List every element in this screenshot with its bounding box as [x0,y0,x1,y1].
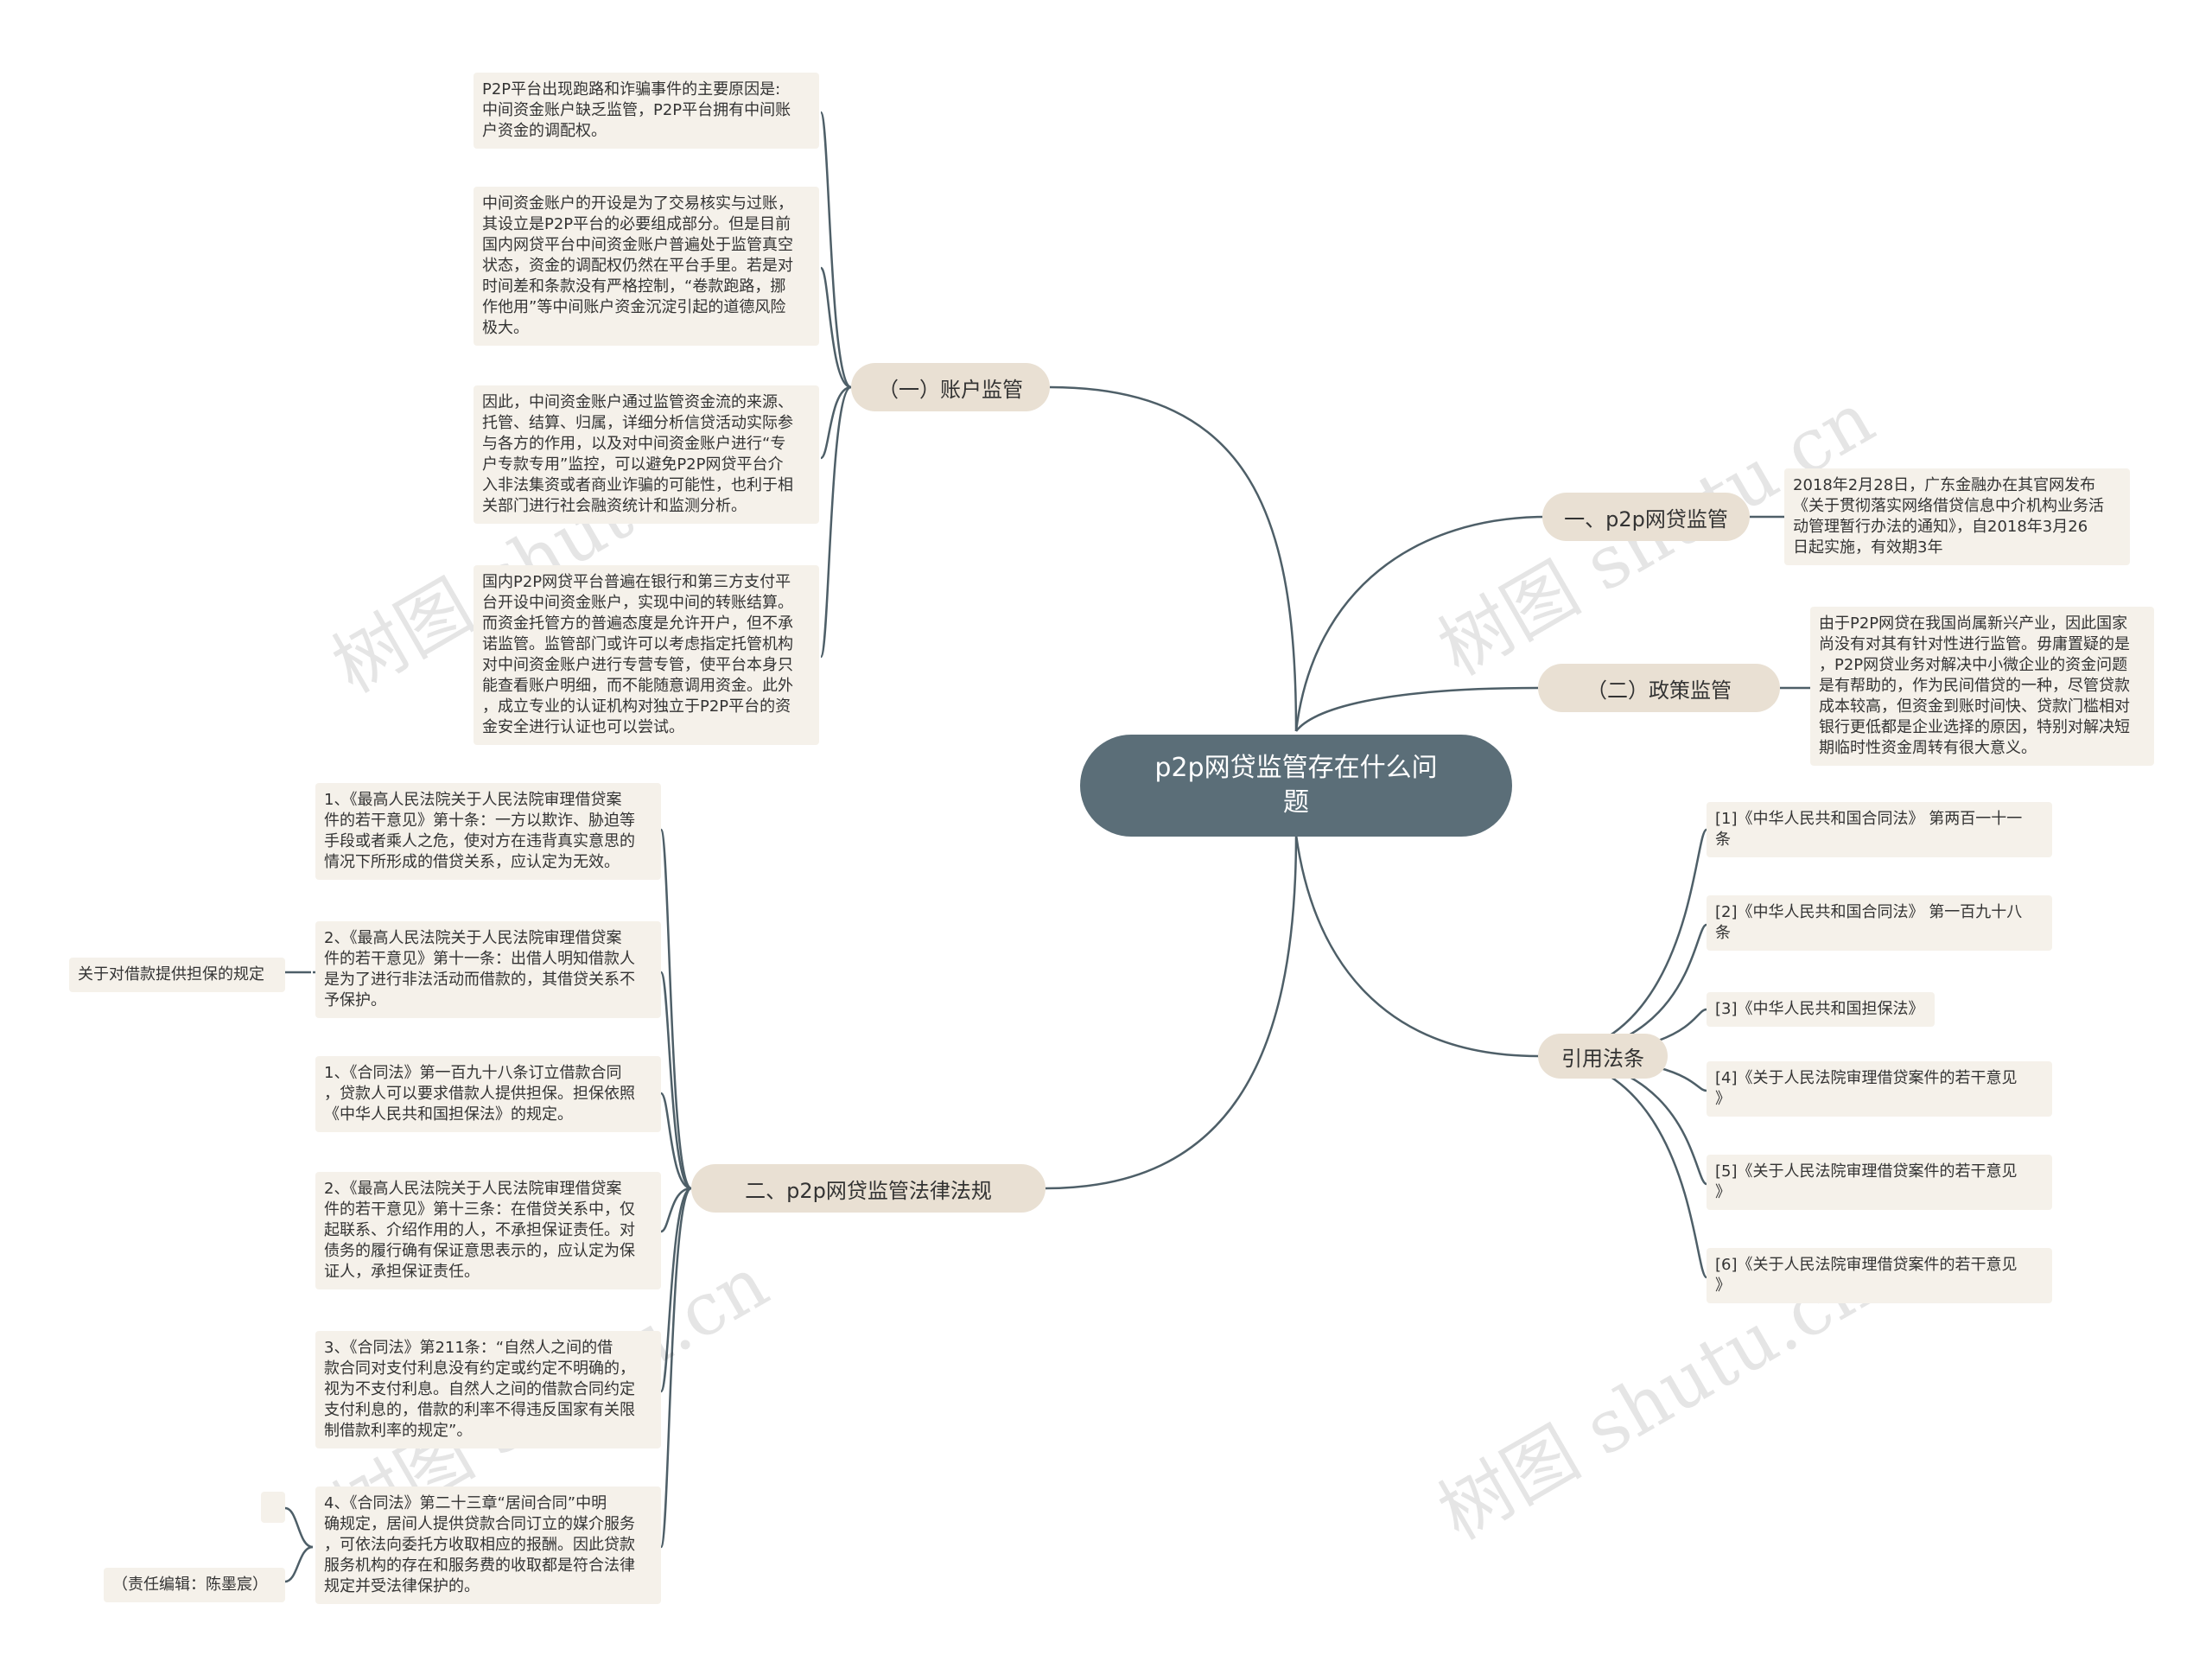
root-topic[interactable]: p2p网贷监管存在什么问 题 [1080,735,1512,837]
p2p-regulation-leaf[interactable]: 2018年2月28日，广东金融办在其官网发布 《关于贯彻落实网络借贷信息中介机构… [1784,468,2130,565]
branch-p2p-laws[interactable]: 二、p2p网贷监管法律法规 [691,1164,1046,1213]
citation-item-5[interactable]: [5]《关于人民法院审理借贷案件的若干意见 》 [1707,1155,2052,1210]
account-leaf-2[interactable]: 中间资金账户的开设是为了交易核实与过账， 其设立是P2P平台的必要组成部分。但是… [474,187,819,346]
branch-label: 一、p2p网贷监管 [1564,506,1728,532]
branch-label: （一）账户监管 [878,377,1023,402]
law-leaf-5[interactable]: 3、《合同法》第211条：“自然人之间的借 款合同对支付利息没有约定或约定不明确… [315,1331,661,1448]
account-leaf-4[interactable]: 国内P2P网贷平台普遍在银行和第三方支付平 台开设中间资金账户，实现中间的转账结… [474,565,819,745]
account-leaf-1[interactable]: P2P平台出现跑路和诈骗事件的主要原因是: 中间资金账户缺乏监管，P2P平台拥有… [474,73,819,149]
account-leaf-3[interactable]: 因此，中间资金账户通过监管资金流的来源、 托管、结算、归属，详细分析信贷活动实际… [474,385,819,524]
citation-item-2[interactable]: [2]《中华人民共和国合同法》 第一百九十八 条 [1707,895,2052,951]
guarantee-rules-node[interactable]: 关于对借款提供担保的规定 [69,958,285,992]
citation-item-3[interactable]: [3]《中华人民共和国担保法》 [1707,992,1935,1027]
citation-item-4[interactable]: [4]《关于人民法院审理借贷案件的若干意见 》 [1707,1061,2052,1117]
law-leaf-4[interactable]: 2、《最高人民法院关于人民法院审理借贷案 件的若干意见》第十三条：在借贷关系中，… [315,1172,661,1289]
law-leaf-1[interactable]: 1、《最高人民法院关于人民法院审理借贷案 件的若干意见》第十条：一方以欺诈、胁迫… [315,783,661,880]
branch-p2p-regulation[interactable]: 一、p2p网贷监管 [1542,493,1750,541]
law-leaf-3[interactable]: 1、《合同法》第一百九十八条订立借款合同 ，贷款人可以要求借款人提供担保。担保依… [315,1056,661,1132]
editor-credit-node[interactable]: （责任编辑：陈墨宸） [104,1568,285,1602]
branch-account-supervision[interactable]: （一）账户监管 [851,363,1050,411]
branch-label: 二、p2p网贷监管法律法规 [745,1178,992,1203]
root-topic-label: p2p网贷监管存在什么问 题 [1154,753,1438,818]
empty-node[interactable] [261,1492,285,1523]
policy-leaf[interactable]: 由于P2P网贷在我国尚属新兴产业，因此国家 尚没有对其有针对性进行监管。毋庸置疑… [1810,607,2154,766]
law-leaf-6[interactable]: 4、《合同法》第二十三章“居间合同”中明 确规定，居间人提供贷款合同订立的媒介服… [315,1487,661,1604]
branch-cited-laws[interactable]: 引用法条 [1538,1034,1668,1079]
law-leaf-2[interactable]: 2、《最高人民法院关于人民法院审理借贷案 件的若干意见》第十一条：出借人明知借款… [315,921,661,1018]
branch-policy-supervision[interactable]: （二）政策监管 [1538,664,1780,712]
branch-label: （二）政策监管 [1586,678,1732,703]
citation-item-6[interactable]: [6]《关于人民法院审理借贷案件的若干意见 》 [1707,1248,2052,1303]
citation-item-1[interactable]: [1]《中华人民共和国合同法》 第两百一十一 条 [1707,802,2052,857]
branch-label: 引用法条 [1561,1046,1644,1071]
